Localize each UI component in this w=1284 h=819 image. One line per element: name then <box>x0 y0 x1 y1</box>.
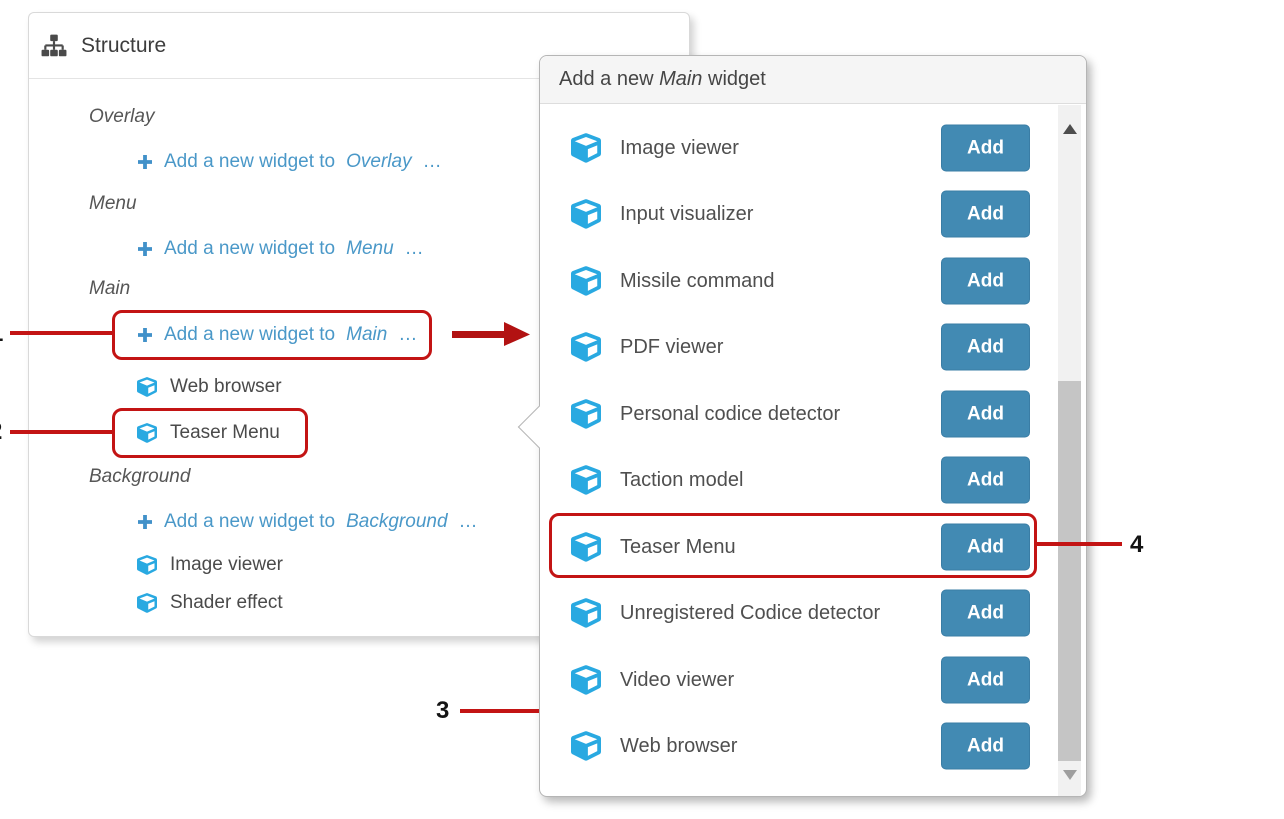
plus-icon <box>137 327 153 343</box>
add-button[interactable]: Add <box>941 257 1030 305</box>
popup-list-item-teaser-menu: Teaser Menu Add <box>540 514 1085 580</box>
callout-line-3 <box>460 709 539 713</box>
add-widget-link-overlay[interactable]: Add a new widget to Overlay … <box>137 148 442 176</box>
add-link-ellipsis: … <box>422 151 442 172</box>
widget-cube-icon <box>569 199 603 229</box>
add-link-target: Overlay <box>346 151 412 172</box>
callout-number-4: 4 <box>1130 531 1144 558</box>
widget-cube-icon <box>569 665 603 695</box>
popup-list-item: Taction model Add <box>540 447 1085 513</box>
add-button[interactable]: Add <box>941 190 1030 238</box>
popup-list-item: PDF viewer Add <box>540 314 1085 380</box>
widget-cube-icon <box>569 399 603 429</box>
widget-label: PDF viewer <box>620 335 724 358</box>
popup-list-item: Web browser Add <box>540 713 1085 779</box>
popup-title: Add a new Main widget <box>540 56 1086 104</box>
widget-cube-icon <box>569 532 603 562</box>
add-button[interactable]: Add <box>941 722 1030 770</box>
add-link-text: Add a new widget to <box>164 324 336 345</box>
add-widget-link-menu[interactable]: Add a new widget to Menu … <box>137 235 424 263</box>
callout-number-3: 3 <box>436 697 450 724</box>
callout-box-1-add-main-link <box>112 310 432 360</box>
callout-line-2 <box>10 430 112 434</box>
add-link-text: Add a new widget to <box>164 511 336 532</box>
add-button[interactable]: Add <box>941 456 1030 504</box>
callout-box-4-teaser-menu-popup <box>549 513 1037 578</box>
widget-cube-icon <box>569 731 603 761</box>
widget-cube-icon <box>569 133 603 163</box>
section-label-menu: Menu <box>89 193 137 214</box>
popup-list-item: Video viewer Add <box>540 647 1085 713</box>
add-button[interactable]: Add <box>941 656 1030 704</box>
popup-list-item: Input visualizer Add <box>540 181 1085 247</box>
widget-label: Video viewer <box>620 668 735 691</box>
callout-arrow-right-icon <box>452 322 530 346</box>
widget-label: Unregistered Codice detector <box>620 601 881 624</box>
widget-cube-icon <box>569 332 603 362</box>
scroll-up-arrow-icon[interactable] <box>1063 124 1077 134</box>
add-link-ellipsis: … <box>398 324 418 345</box>
tree-widget-label: Image viewer <box>170 554 283 575</box>
add-widget-link-main[interactable]: Add a new widget to Main … <box>137 321 417 349</box>
scroll-down-arrow-icon[interactable] <box>1063 770 1077 780</box>
callout-number-1: 1 <box>0 322 3 346</box>
callout-number-2: 2 <box>0 420 2 444</box>
sitemap-icon <box>41 33 67 59</box>
add-widget-popup: Add a new Main widget Image viewer Add I… <box>539 55 1087 797</box>
section-label-main: Main <box>89 278 131 299</box>
widget-cube-icon <box>136 555 158 575</box>
widget-cube-icon <box>136 423 158 443</box>
add-button[interactable]: Add <box>941 523 1030 571</box>
add-link-text: Add a new widget to <box>164 238 336 259</box>
tree-widget-label: Teaser Menu <box>170 422 280 443</box>
widget-label: Web browser <box>620 734 738 757</box>
popup-list-item: Personal codice detector Add <box>540 381 1085 447</box>
add-button[interactable]: Add <box>941 323 1030 371</box>
widget-cube-icon <box>136 593 158 613</box>
popup-title-suffix: widget <box>708 68 766 90</box>
tree-widget-web-browser[interactable]: Web browser <box>136 373 282 401</box>
structure-panel-header: Structure <box>29 13 689 79</box>
widget-cube-icon <box>569 465 603 495</box>
popup-list-item: Missile command Add <box>540 248 1085 314</box>
popup-list-item: Unregistered Codice detector Add <box>540 580 1085 646</box>
add-link-target: Background <box>346 511 448 532</box>
section-label-overlay: Overlay <box>89 106 155 127</box>
widget-label: Missile command <box>620 269 775 292</box>
add-button[interactable]: Add <box>941 589 1030 637</box>
tree-widget-label: Web browser <box>170 376 282 397</box>
widget-cube-icon <box>569 598 603 628</box>
plus-icon <box>137 514 153 530</box>
widget-label: Input visualizer <box>620 202 754 225</box>
add-link-target: Main <box>346 324 388 345</box>
tree-widget-teaser-menu[interactable]: Teaser Menu <box>136 419 280 447</box>
popup-scrollbar-thumb[interactable] <box>1058 381 1081 761</box>
tree-widget-label: Shader effect <box>170 592 283 613</box>
section-label-background: Background <box>89 466 191 487</box>
tree-widget-shader-effect[interactable]: Shader effect <box>136 589 283 617</box>
add-link-ellipsis: … <box>404 238 424 259</box>
callout-line-1 <box>10 331 112 335</box>
widget-label: Taction model <box>620 468 744 491</box>
add-link-text: Add a new widget to <box>164 151 336 172</box>
callout-line-4 <box>1036 542 1122 546</box>
widget-label: Image viewer <box>620 136 739 159</box>
add-link-target: Menu <box>346 238 394 259</box>
widget-label: Personal codice detector <box>620 402 841 425</box>
add-widget-link-background[interactable]: Add a new widget to Background … <box>137 508 478 536</box>
popup-title-prefix: Add a new <box>559 68 654 90</box>
callout-box-2-teaser-menu-tree <box>112 408 308 458</box>
tree-widget-image-viewer[interactable]: Image viewer <box>136 551 283 579</box>
panel-title: Structure <box>81 33 167 57</box>
popup-title-target: Main <box>659 68 703 90</box>
widget-label: Teaser Menu <box>620 535 736 558</box>
plus-icon <box>137 154 153 170</box>
add-link-ellipsis: … <box>458 511 478 532</box>
widget-cube-icon <box>136 377 158 397</box>
add-button[interactable]: Add <box>941 390 1030 438</box>
widget-cube-icon <box>569 266 603 296</box>
popup-list-item: Image viewer Add <box>540 115 1085 181</box>
plus-icon <box>137 241 153 257</box>
add-button[interactable]: Add <box>941 124 1030 172</box>
